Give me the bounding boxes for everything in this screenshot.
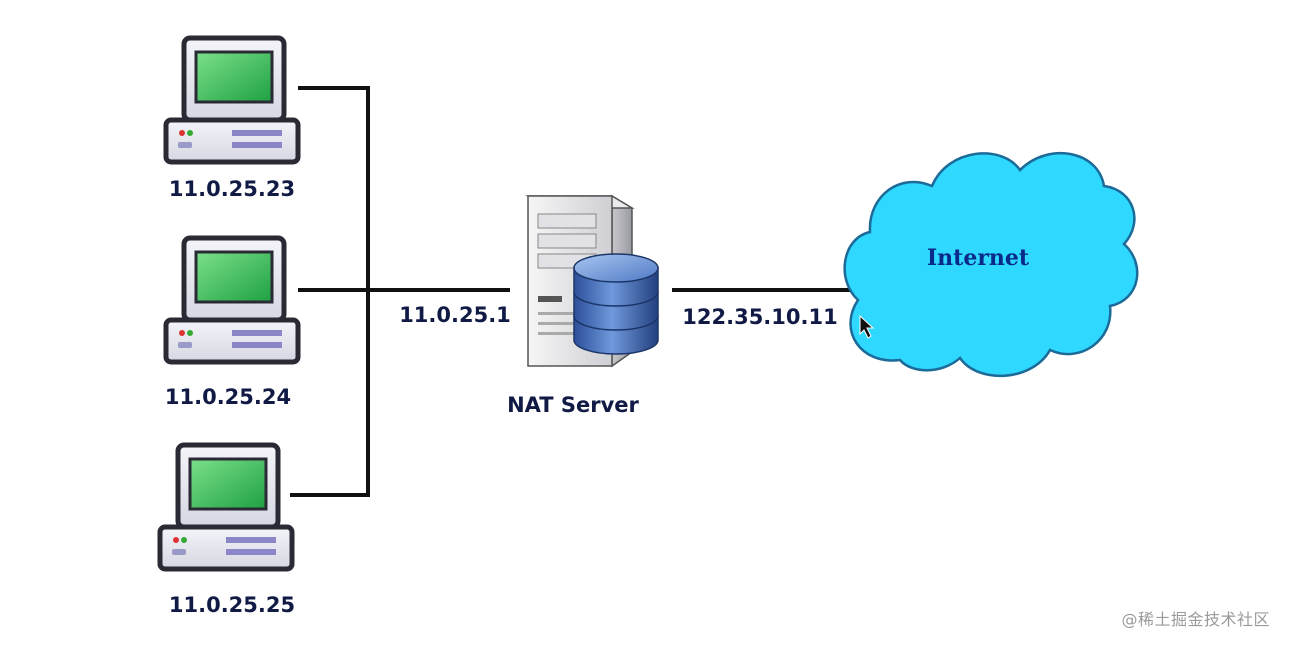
computer-icon xyxy=(166,238,298,362)
client-ip-label: 11.0.25.25 xyxy=(169,593,295,617)
watermark-text: @稀土掘金技术社区 xyxy=(1121,610,1270,629)
mouse-cursor-icon xyxy=(859,314,875,339)
client-computer-3 xyxy=(160,445,292,569)
nat-server-label: NAT Server xyxy=(507,393,639,417)
wire-client-3 xyxy=(290,290,370,497)
nat-outer-ip-label: 122.35.10.11 xyxy=(682,305,837,329)
client-computer-2 xyxy=(166,238,298,362)
computer-icon xyxy=(160,445,292,569)
client-ip-label: 11.0.25.24 xyxy=(165,385,291,409)
nat-inner-ip-label: 11.0.25.1 xyxy=(399,303,511,327)
database-icon xyxy=(573,253,659,355)
client-computer-1 xyxy=(166,38,298,162)
network-wires xyxy=(290,86,852,497)
computer-icon xyxy=(166,38,298,162)
wire-client-1 xyxy=(298,86,370,290)
internet-label: Internet xyxy=(927,245,1030,271)
client-ip-label: 11.0.25.23 xyxy=(169,177,295,201)
nat-server-icon xyxy=(525,194,659,368)
internet-cloud-icon xyxy=(843,151,1139,378)
